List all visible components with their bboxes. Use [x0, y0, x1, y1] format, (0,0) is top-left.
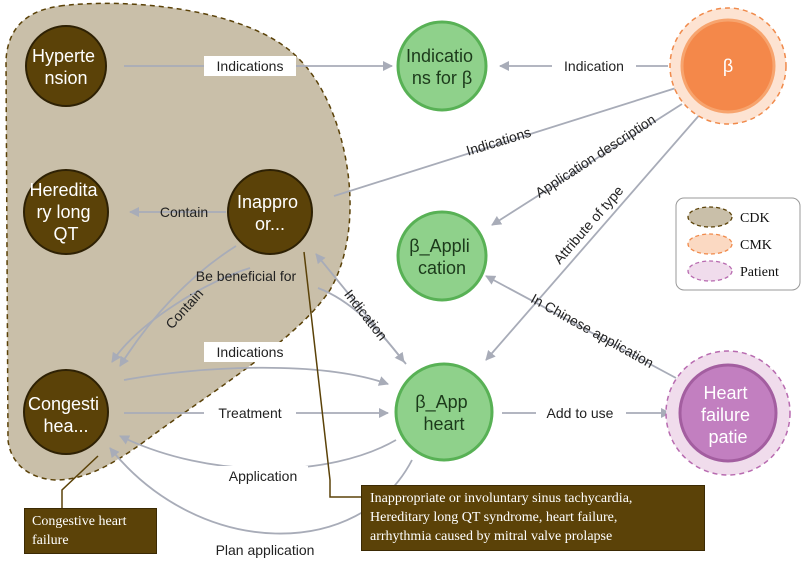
node-hereditary-long-qt[interactable]: Heredita ry long QT — [23, 169, 109, 255]
svg-text:Indicatio ns for β: Indicatio ns for β — [406, 46, 478, 88]
legend-label-cmk: CMK — [740, 238, 772, 253]
label-indications-congestive: Indications — [217, 344, 284, 360]
legend-label-cdk: CDK — [740, 211, 770, 226]
callout-congestive-heart-failure: Congestive heart failure — [24, 508, 157, 554]
callout-connectors — [61, 251, 361, 508]
edge-from-inappropriate — [317, 287, 405, 363]
edge-in-chinese-application — [485, 275, 677, 379]
node-beta-label: β — [723, 56, 733, 76]
callout-detail-line1: Inappropriate or involuntary sinus tachy… — [370, 491, 633, 506]
label-treatment: Treatment — [218, 405, 281, 421]
label-add-to-use: Add to use — [547, 405, 614, 421]
node-inappropriate[interactable]: Inappro or... — [227, 169, 313, 255]
legend-swatch-cmk — [687, 233, 733, 255]
svg-text:Congesti hea...: Congesti hea... — [28, 394, 104, 436]
node-indications-for-beta-line1: Indicatio — [406, 46, 473, 66]
connector-congestive — [61, 455, 99, 508]
node-congestive-line1: Congesti — [28, 394, 99, 414]
legend-swatch-patient — [687, 260, 733, 282]
node-hypertension[interactable]: Hyperte nsion — [25, 25, 107, 107]
node-heart-failure-line1: Heart — [703, 383, 747, 403]
connector-inappropriate — [303, 251, 361, 498]
node-inappropriate-line2: or... — [255, 214, 285, 234]
legend-label-patient: Patient — [740, 265, 779, 280]
label-beta-inappropriate-indications: Indications — [464, 124, 533, 159]
node-congestive-line2: hea... — [43, 416, 88, 436]
svg-text:Hyperte nsion: Hyperte nsion — [32, 46, 100, 88]
callout-detail-line2: Hereditary long QT syndrome, heart failu… — [370, 510, 618, 525]
edge-indications-congestive — [123, 366, 389, 386]
edge-contain-congestive — [119, 245, 237, 367]
node-beta-app-heart-line2: heart — [423, 414, 464, 434]
node-beta[interactable]: β — [669, 7, 787, 125]
legend: CDK CMK Patient — [675, 197, 801, 291]
node-beta-application-line2: cation — [418, 258, 466, 278]
node-congestive[interactable]: Congesti hea... — [23, 369, 109, 455]
node-beta-app-heart[interactable]: β_App heart — [394, 362, 494, 462]
label-indication-inappropriate: Indication — [341, 286, 391, 343]
callout-chf-line1: Congestive heart — [32, 514, 127, 529]
label-hypertension-indications: Indications — [217, 58, 284, 74]
label-application: Application — [229, 468, 298, 484]
svg-text:Heredita ry long Q: Heredita ry long QT — [29, 180, 102, 244]
svg-text:β_App heart: β_App heart — [415, 392, 472, 434]
callout-chf-line2: failure — [32, 533, 69, 548]
svg-text:Inappro or...: Inappro or... — [237, 192, 303, 234]
label-contain-hereditary: Contain — [160, 204, 208, 220]
node-hereditary-line2: ry long — [36, 202, 90, 222]
legend-swatch-cdk — [687, 206, 733, 228]
node-heart-failure-line2: failure — [701, 405, 750, 425]
node-hereditary-line1: Heredita — [29, 180, 98, 200]
edge-be-beneficial-for — [111, 267, 251, 363]
svg-text:Heart failure pati: Heart failure patie — [701, 383, 755, 447]
node-beta-application-line1: β_Appli — [409, 236, 469, 257]
node-inappropriate-line1: Inappro — [237, 192, 298, 212]
label-beta-indication: Indication — [564, 58, 624, 74]
edge-attribute-of-type — [485, 111, 703, 361]
node-hypertension-line1: Hyperte — [32, 46, 95, 66]
svg-text:β_Appli cation: β_Appli cation — [409, 236, 474, 278]
edge-beta-inappropriate — [333, 87, 677, 197]
label-plan-application: Plan application — [216, 542, 315, 558]
label-application-description: Application description — [532, 111, 658, 201]
callout-inappropriate-detail: Inappropriate or involuntary sinus tachy… — [361, 485, 705, 551]
node-hereditary-line3: QT — [54, 224, 79, 244]
node-indications-for-beta-line2: ns for β — [412, 68, 472, 88]
node-beta-application[interactable]: β_Appli cation — [396, 210, 488, 302]
label-be-beneficial-for: Be beneficial for — [196, 268, 297, 284]
edge-application — [119, 435, 397, 470]
node-heart-failure-line3: patie — [708, 427, 747, 447]
callout-detail-line3: arrhythmia caused by mitral valve prolap… — [370, 529, 613, 544]
edge-application-description — [491, 103, 683, 226]
node-heart-failure-patient[interactable]: Heart failure patie — [665, 350, 791, 476]
node-beta-app-heart-line1: β_App — [415, 392, 467, 413]
node-indications-for-beta[interactable]: Indicatio ns for β — [396, 20, 488, 112]
label-attribute-of-type: Attribute of type — [550, 182, 627, 267]
node-hypertension-line2: nsion — [44, 68, 87, 88]
label-in-chinese-application: In Chinese application — [528, 290, 656, 371]
